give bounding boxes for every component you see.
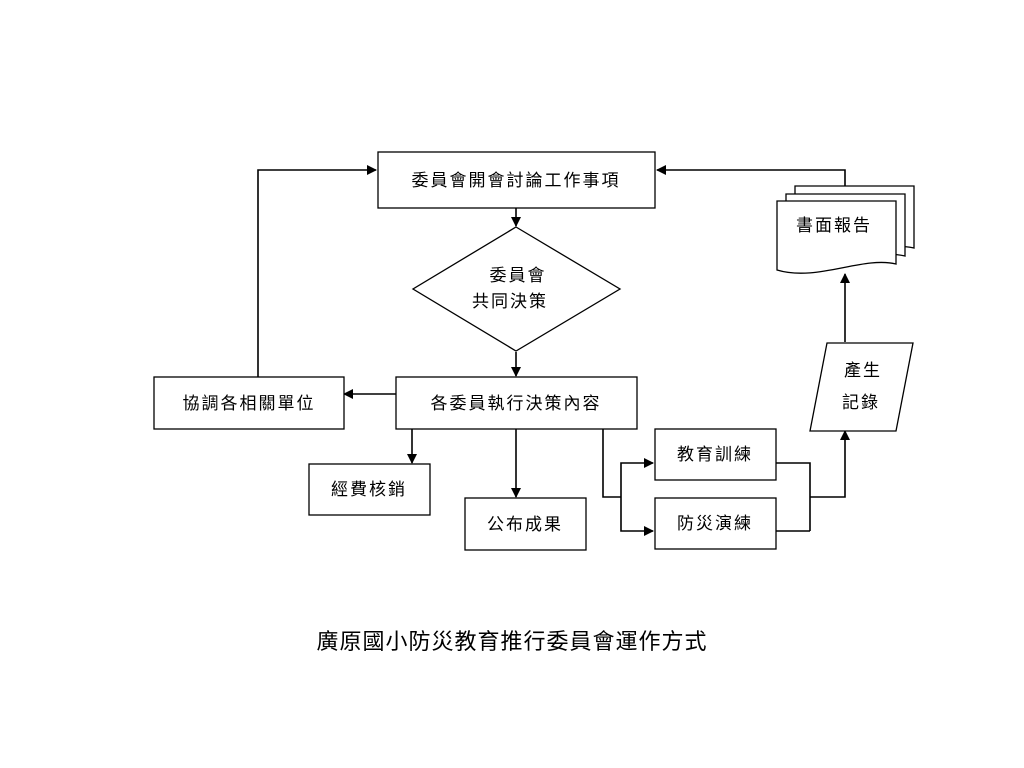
node-report-label: 書面報告 bbox=[796, 216, 872, 236]
edge-branch-to-training bbox=[620, 458, 654, 497]
node-meeting: 委員會開會討論工作事項 bbox=[377, 151, 656, 209]
node-execute-box bbox=[395, 376, 638, 430]
node-funding: 經費核銷 bbox=[308, 463, 431, 516]
node-report-sheet-1 bbox=[776, 200, 897, 274]
edge-merge-to-record bbox=[810, 430, 850, 498]
node-funding-label: 經費核銷 bbox=[331, 480, 407, 500]
node-meeting-box bbox=[377, 151, 656, 209]
edge-coordinate-to-meeting bbox=[257, 165, 377, 377]
node-decision-label-1: 委員會 bbox=[490, 266, 547, 286]
edge-report-to-meeting bbox=[656, 165, 846, 186]
node-coordinate-box bbox=[153, 376, 345, 430]
node-funding-box bbox=[308, 463, 431, 516]
node-execute-label: 各委員執行決策內容 bbox=[431, 394, 602, 414]
edge-branch-to-drill bbox=[620, 497, 654, 536]
node-record-parallelogram bbox=[809, 342, 914, 432]
diagram-caption: 廣原國小防災教育推行委員會運作方式 bbox=[316, 630, 708, 655]
node-decision: 委員會 共同決策 bbox=[411, 226, 622, 352]
node-coordinate: 協調各相關單位 bbox=[153, 376, 345, 430]
node-decision-label-2: 共同決策 bbox=[472, 292, 548, 312]
node-training-label: 教育訓練 bbox=[677, 445, 753, 465]
edge-execute-to-branch bbox=[602, 429, 621, 498]
node-record-label-2: 記錄 bbox=[842, 393, 880, 413]
node-publish-box bbox=[464, 497, 587, 551]
node-publish-label: 公布成果 bbox=[487, 515, 563, 535]
node-decision-diamond bbox=[411, 226, 622, 352]
node-meeting-label: 委員會開會討論工作事項 bbox=[412, 171, 621, 191]
node-execute: 各委員執行決策內容 bbox=[395, 376, 638, 430]
node-report: 書面報告 bbox=[776, 185, 915, 274]
node-drill-box bbox=[654, 497, 777, 550]
node-publish: 公布成果 bbox=[464, 497, 587, 551]
node-coordinate-label: 協調各相關單位 bbox=[183, 394, 316, 414]
node-training: 教育訓練 bbox=[654, 428, 777, 481]
node-training-box bbox=[654, 428, 777, 481]
node-drill-label: 防災演練 bbox=[677, 514, 753, 534]
node-drill: 防災演練 bbox=[654, 497, 777, 550]
node-record-label-1: 產生 bbox=[844, 361, 882, 381]
node-record: 產生 記錄 bbox=[809, 342, 914, 432]
edge-training-to-merge bbox=[776, 462, 811, 531]
